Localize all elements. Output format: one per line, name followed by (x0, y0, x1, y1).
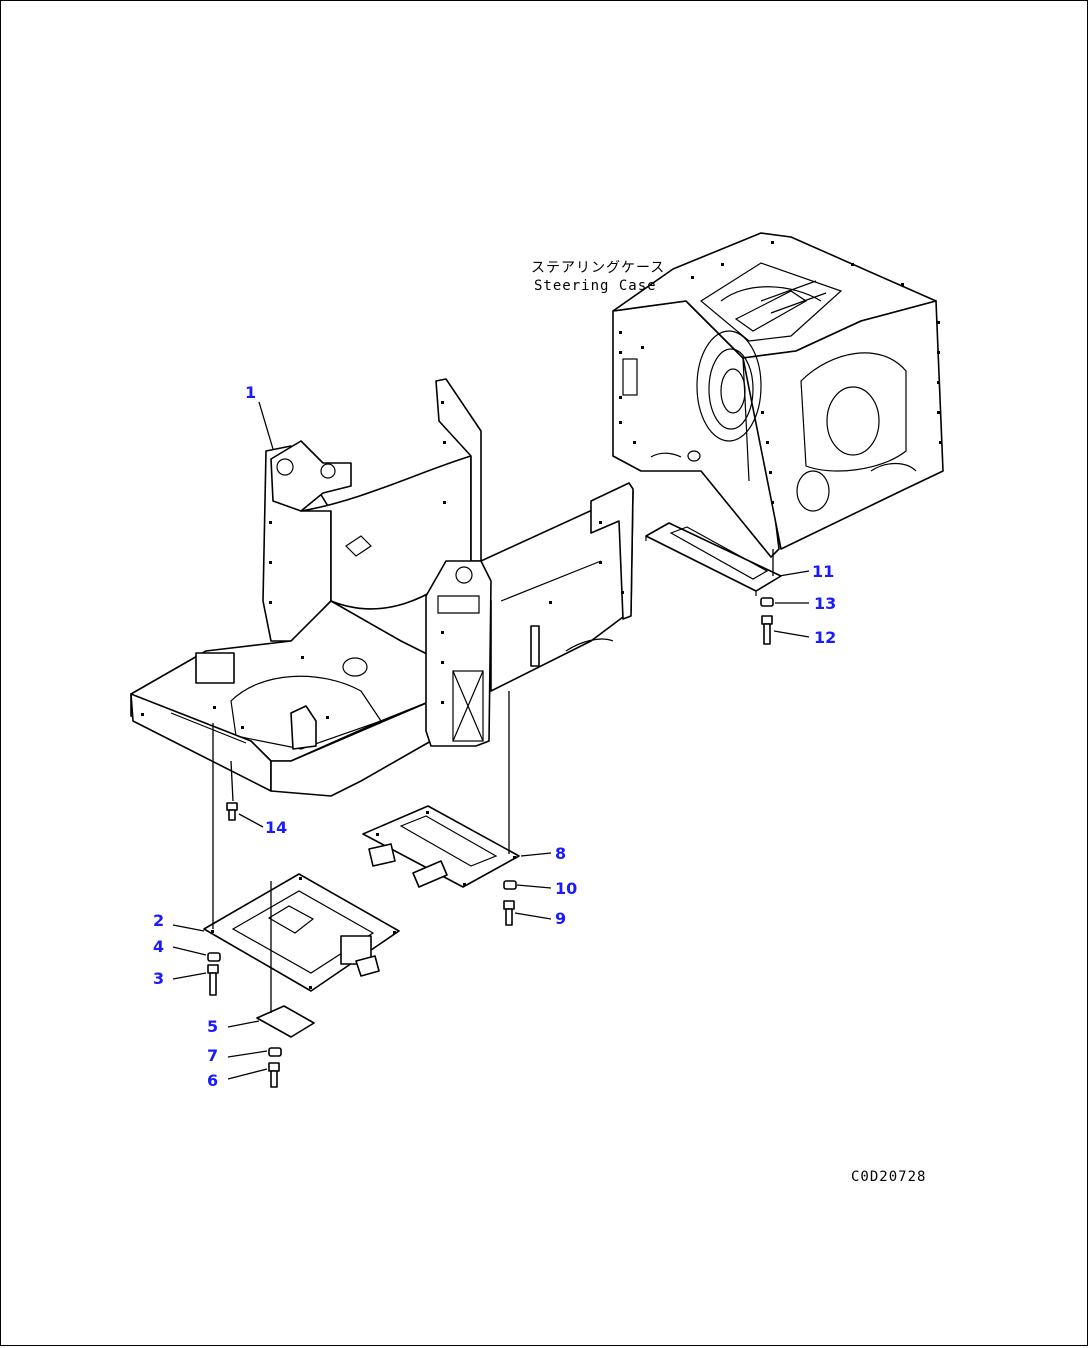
callout-3: 3 (153, 969, 164, 988)
callout-5: 5 (207, 1017, 218, 1036)
figure-code: C0D20728 (851, 1169, 926, 1185)
bolt-12 (761, 615, 773, 645)
callout-12: 12 (814, 628, 836, 647)
washer-13 (760, 597, 774, 607)
callout-10: 10 (555, 879, 577, 898)
washer-10 (503, 880, 517, 890)
callout-8: 8 (555, 844, 566, 863)
alignment-lines (212, 549, 774, 1013)
callout-9: 9 (555, 909, 566, 928)
bolt-6 (268, 1062, 280, 1088)
bolt-3 (207, 964, 219, 996)
main-frame (130, 378, 634, 797)
bolt-9 (503, 900, 515, 926)
callout-4: 4 (153, 937, 164, 956)
steering-case (612, 232, 944, 558)
callout-2: 2 (153, 911, 164, 930)
assembly-label-japanese: ステアリングケース (531, 260, 665, 276)
callout-13: 13 (814, 594, 836, 613)
callout-6: 6 (207, 1071, 218, 1090)
cover-plate-2 (203, 873, 400, 992)
callout-1: 1 (245, 383, 256, 402)
callout-7: 7 (207, 1046, 218, 1065)
cover-plate-5 (256, 1005, 315, 1038)
callout-labels: 1 2 3 4 5 6 7 8 9 10 11 12 13 14 (153, 383, 836, 1090)
cover-plate-8 (362, 805, 520, 888)
callout-leaders (172, 401, 810, 1080)
washer-4 (207, 952, 221, 962)
washer-7 (268, 1047, 282, 1057)
callout-11: 11 (812, 562, 834, 581)
bolt-14 (226, 802, 238, 821)
assembly-label-english: Steering Case (534, 278, 657, 294)
callout-14: 14 (265, 818, 287, 837)
